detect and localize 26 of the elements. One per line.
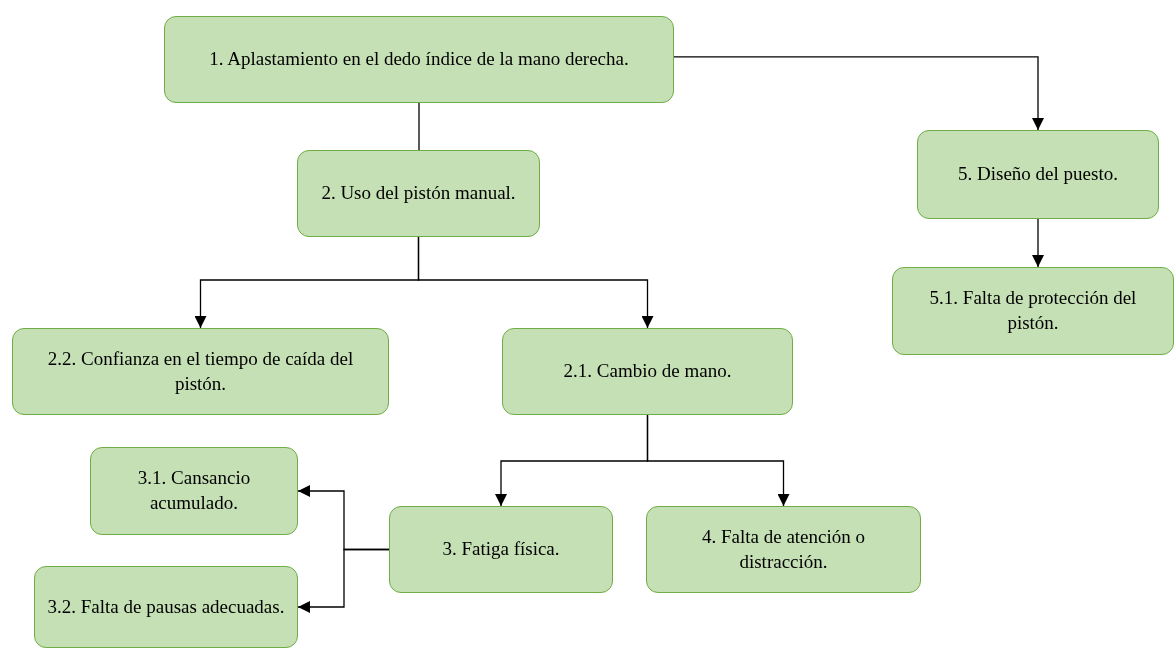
arrow [673,56,1044,131]
cause-box [297,150,540,237]
box-label: 5.1. Falta de protección del pistón. [928,286,1138,335]
box-label: 2.1. Cambio de mano. [563,359,732,384]
box-label: 3.2. Falta de pausas adecuadas. [47,594,285,619]
box-label: 3. Fatiga física. [442,537,560,562]
cause-box [34,566,298,648]
arrow [297,548,390,613]
cause-box [502,328,793,415]
cause-box [12,328,389,415]
cause-box [90,447,298,535]
cause-box [892,267,1174,355]
arrow [1032,218,1044,268]
cause-box [646,506,921,593]
box-label: 5. Diseño del puesto. [958,162,1118,187]
cause-box [389,506,613,593]
box-label: 1. Aplastamiento en el dedo índice de la mano derecha. [209,47,629,72]
arrow [646,414,790,507]
cause-box [164,16,674,103]
box-label: 2. Uso del pistón manual. [321,181,516,206]
box-label: 4. Falta de atención o distracción. [701,524,866,574]
arrow [417,236,654,329]
connector-line [418,102,420,151]
box-label: 2.2. Confianza en el tiempo de caída del pistón. [46,346,355,396]
box-label: 3.1. Cansancio acumulado. [136,466,252,515]
cause-box [917,130,1159,219]
